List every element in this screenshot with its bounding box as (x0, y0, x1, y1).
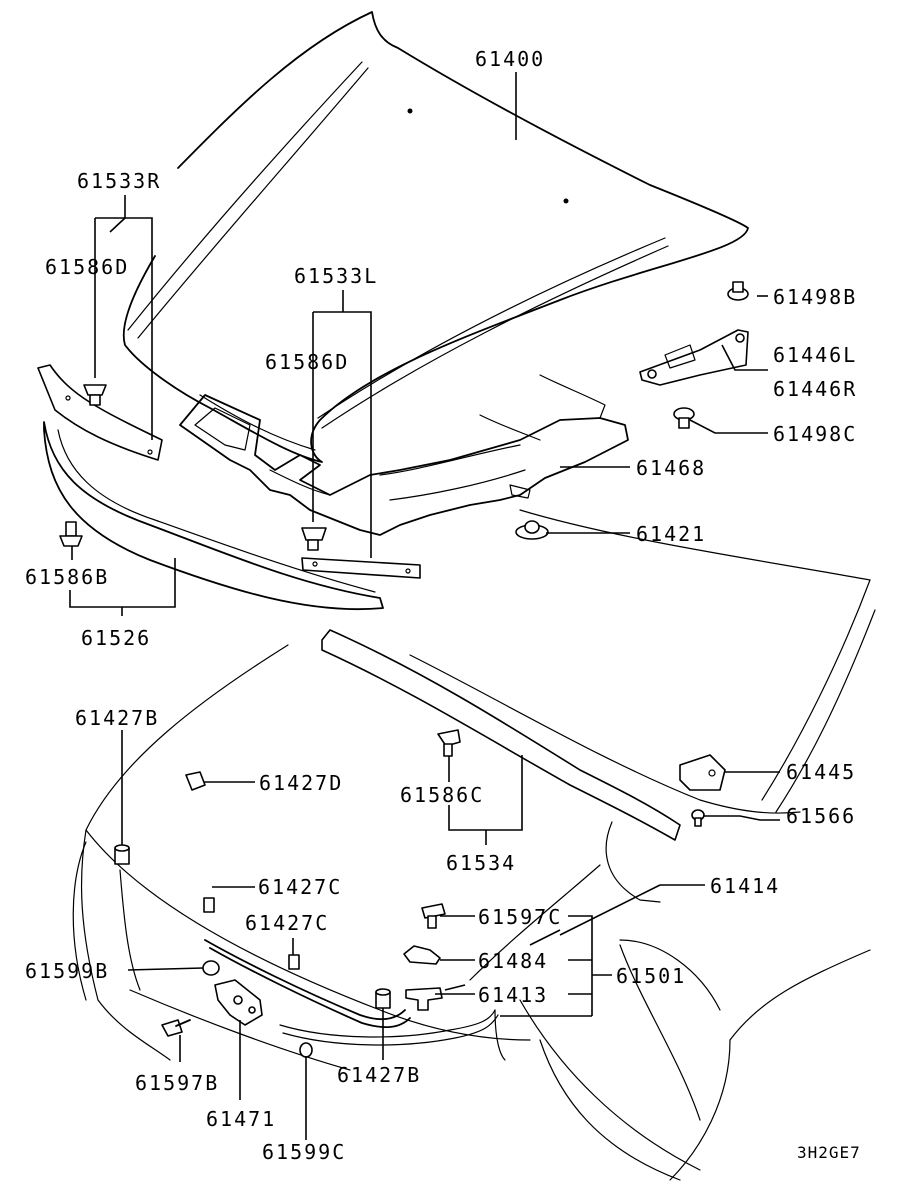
seal-strip-right-drawing (37, 364, 163, 461)
bolt-61498B-drawing (727, 281, 749, 301)
label-61471: 61471 (206, 1107, 276, 1131)
grommet-61421-drawing (515, 520, 549, 540)
label-61468: 61468 (636, 456, 706, 480)
label-61427D: 61427D (259, 771, 343, 795)
screw-61566-drawing (691, 809, 705, 827)
clamp-61484-drawing (403, 945, 441, 965)
label-61586D-a: 61586D (45, 255, 129, 279)
leader-lines (69, 72, 780, 1140)
label-61427B-a: 61427B (75, 706, 159, 730)
clip-61599C-drawing (299, 1042, 313, 1058)
label-61599B: 61599B (25, 959, 109, 983)
hood-hinge-drawing (639, 329, 749, 386)
label-61413: 61413 (478, 983, 548, 1007)
label-61446L: 61446L (773, 343, 857, 367)
label-61597C: 61597C (478, 905, 562, 929)
diagram-code: 3H2GE7 (797, 1143, 861, 1162)
label-61446R: 61446R (773, 377, 857, 401)
label-61534: 61534 (446, 851, 516, 875)
label-61586D-b: 61586D (265, 350, 349, 374)
label-61533R: 61533R (77, 169, 161, 193)
hood-inner-frame-drawing (179, 374, 629, 536)
bolt-61597C-drawing (421, 903, 446, 929)
label-61501: 61501 (616, 964, 686, 988)
label-61427C-a: 61427C (258, 875, 342, 899)
label-61484: 61484 (478, 949, 548, 973)
stopper-61427B-a-drawing (114, 844, 130, 865)
label-61586C: 61586C (400, 783, 484, 807)
clip-61586C-drawing (437, 729, 461, 757)
clip-61586B-drawing (59, 521, 83, 547)
label-61599C: 61599C (262, 1140, 346, 1164)
label-61414: 61414 (710, 874, 780, 898)
bolt-61597B-drawing (161, 1019, 191, 1037)
stopper-61427C-a-drawing (203, 897, 215, 913)
label-61526: 61526 (81, 626, 151, 650)
hood-front-seal-drawing (43, 421, 384, 611)
clip-61586D-a-drawing (83, 384, 107, 406)
stopper-61427C-b-drawing (288, 954, 300, 970)
stopper-61427D-drawing (185, 771, 206, 791)
label-61400: 61400 (475, 47, 545, 71)
label-61498C: 61498C (773, 422, 857, 446)
vehicle-body-drawing (72, 509, 876, 1181)
label-61427C-b: 61427C (245, 911, 329, 935)
label-61421: 61421 (636, 522, 706, 546)
clip-61599B-drawing (202, 960, 220, 976)
bracket-61445-drawing (679, 754, 726, 791)
hood-panel-drawing (122, 11, 749, 463)
clip-61586D-b-drawing (301, 527, 327, 551)
label-61498B: 61498B (773, 285, 857, 309)
cowl-seal-drawing (321, 629, 681, 841)
hood-latch-drawing (214, 979, 263, 1026)
release-cable-drawing (204, 939, 506, 1061)
seal-strip-left-drawing (301, 557, 421, 579)
bolt-61498C-drawing (673, 407, 695, 429)
label-61445: 61445 (786, 760, 856, 784)
label-61533L: 61533L (294, 264, 378, 288)
clip-61413-drawing (405, 987, 443, 1011)
label-61566: 61566 (786, 804, 856, 828)
label-61597B: 61597B (135, 1071, 219, 1095)
label-61586B: 61586B (25, 565, 109, 589)
label-61427B-b: 61427B (337, 1063, 421, 1087)
stopper-61427B-b-drawing (375, 988, 391, 1009)
